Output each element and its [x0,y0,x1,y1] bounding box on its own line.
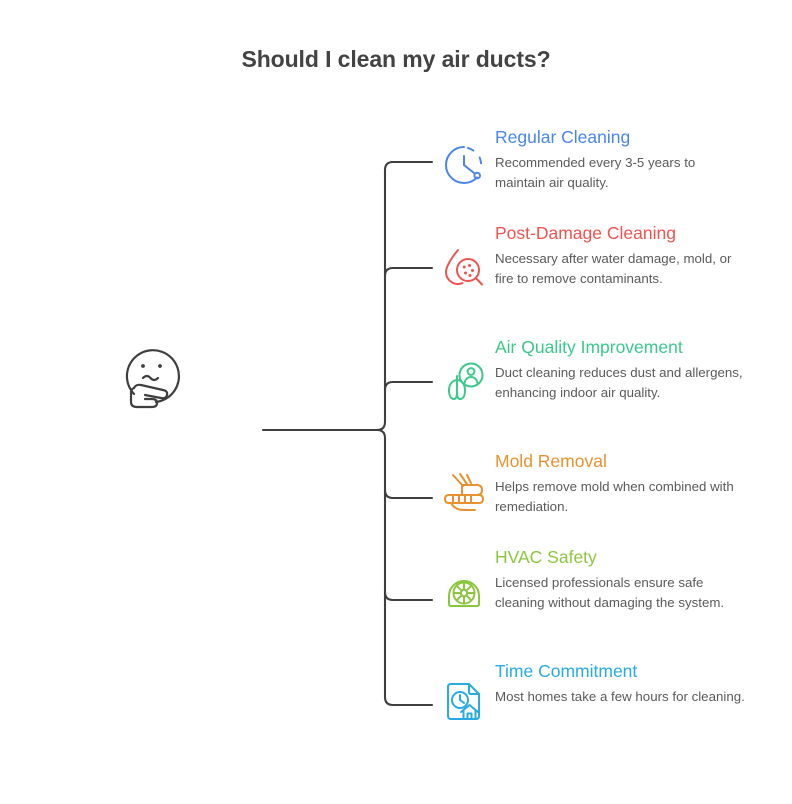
clock-dashed-icon [441,142,487,188]
branch-heading: Regular Cleaning [495,127,631,147]
branch-heading: Mold Removal [495,451,607,471]
branch-heading: Post-Damage Cleaning [495,223,676,243]
branch-description: Necessary after water damage, mold, or f… [495,251,732,286]
branch-description: Most homes take a few hours for cleaning… [495,689,745,704]
branch-item-air-quality-improvement[interactable]: Air Quality Improvement Duct cleaning re… [441,336,745,404]
branch-text-block: Mold Removal Helps remove mold when comb… [495,450,745,516]
branch-description: Helps remove mold when combined with rem… [495,479,734,514]
branch-item-time-commitment[interactable]: Time Commitment Most homes take a few ho… [441,660,745,726]
lungs-badge-icon [441,358,487,404]
branch-text-block: Regular Cleaning Recommended every 3-5 y… [495,126,745,192]
branch-item-post-damage-cleaning[interactable]: Post-Damage Cleaning Necessary after wat… [441,222,745,292]
scrub-brush-icon [441,470,487,516]
branch-heading: Air Quality Improvement [495,337,683,357]
branch-description: Licensed professionals ensure safe clean… [495,575,725,610]
blower-fan-icon [441,568,487,614]
page-title: Should I clean my air ducts? [241,46,551,72]
branch-description: Duct cleaning reduces dust and allergens… [495,365,743,400]
thinking-face-illustration [112,332,196,412]
branch-item-hvac-safety[interactable]: HVAC Safety Licensed professionals ensur… [441,546,745,614]
branch-heading: HVAC Safety [495,547,597,567]
branch-item-regular-cleaning[interactable]: Regular Cleaning Recommended every 3-5 y… [441,126,745,192]
branch-text-block: HVAC Safety Licensed professionals ensur… [495,546,745,612]
branch-heading: Time Commitment [495,661,638,681]
branch-text-block: Air Quality Improvement Duct cleaning re… [495,336,745,402]
branch-item-mold-removal[interactable]: Mold Removal Helps remove mold when comb… [441,450,745,516]
branch-text-block: Post-Damage Cleaning Necessary after wat… [495,222,745,288]
water-droplet-magnifier-icon [441,246,487,292]
document-clock-house-icon [441,680,487,726]
branch-text-block: Time Commitment Most homes take a few ho… [495,660,745,707]
branch-description: Recommended every 3-5 years to maintain … [495,155,696,190]
